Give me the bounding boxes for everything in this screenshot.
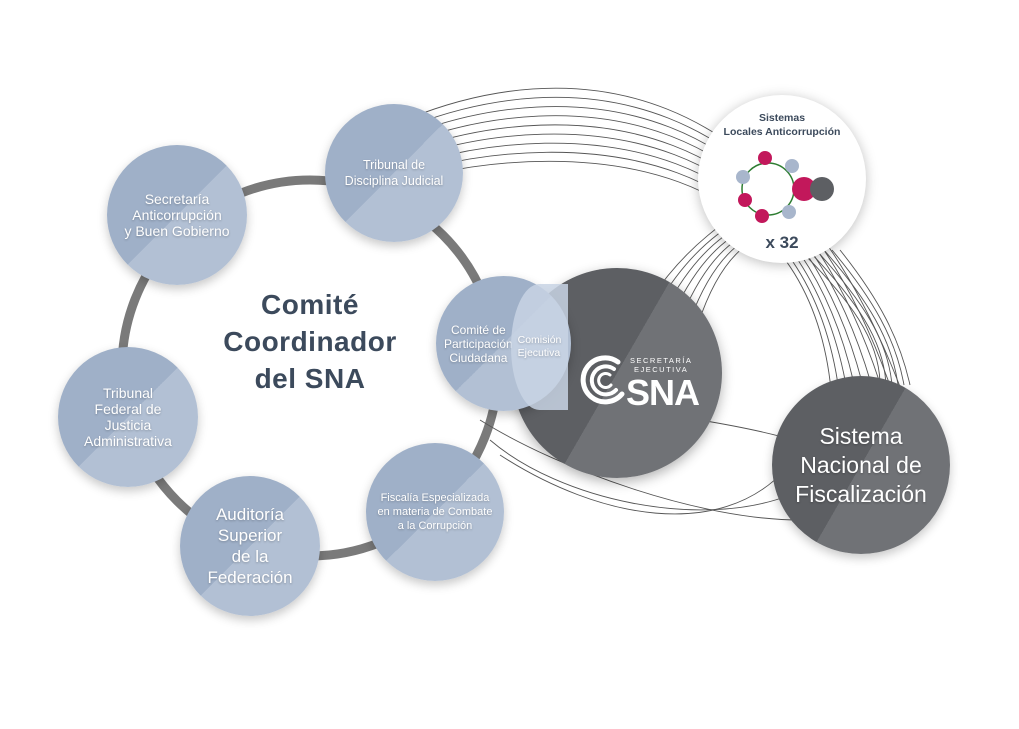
node-comision-ejecutiva-label: Comisión Ejecutiva <box>517 334 562 359</box>
connector-arc <box>415 106 888 407</box>
sna-logo-line2: EJECUTIVA <box>634 365 689 374</box>
node-sistemas-locales: Sistemas Locales Anticorrupción x 32 <box>698 95 866 263</box>
connector-arc <box>430 151 843 422</box>
node-comite-participacion-label: Comité de Participación Ciudadana <box>444 322 513 365</box>
connector-arc <box>421 124 870 413</box>
connector-arc <box>823 249 899 386</box>
node-secretaria-label: Secretaría Anticorrupción y Buen Gobiern… <box>124 191 230 239</box>
node-tribunal-disciplina: Tribunal de Disciplina Judicial <box>325 104 463 242</box>
mini-network-icon <box>736 151 834 223</box>
connector-arc <box>831 249 905 386</box>
connector-arc <box>499 454 786 515</box>
node-fiscalia: Fiscalía Especializada en materia de Com… <box>366 443 504 581</box>
sistemas-locales-count: x 32 <box>765 233 799 252</box>
node-sistema-nacional: Sistema Nacional de Fiscalización <box>772 376 950 554</box>
connector-arc <box>815 249 893 386</box>
connector-arc <box>409 87 906 401</box>
sna-logo-line1: SECRETARÍA <box>630 356 693 365</box>
sistemas-locales-title: Sistemas Locales Anticorrupción <box>723 112 841 138</box>
comite-coordinador-title: Comité Coordinador del SNA <box>223 289 397 394</box>
connector-arc <box>839 249 911 386</box>
sna-logo: SECRETARÍA EJECUTIVA SNA <box>578 352 708 413</box>
node-secretaria: Secretaría Anticorrupción y Buen Gobiern… <box>107 145 247 285</box>
connector-arc <box>479 419 801 521</box>
connector-arc <box>418 115 879 410</box>
connector-arc <box>799 249 881 386</box>
node-comision-ejecutiva: Comisión Ejecutiva <box>511 284 568 410</box>
connector-arc <box>433 160 834 425</box>
sna-logo-word: SNA <box>626 372 700 413</box>
connector-arc <box>424 133 861 416</box>
connector-arc <box>807 249 887 386</box>
sna-swirl-icon <box>580 355 625 405</box>
connector-arc <box>427 142 852 419</box>
node-fiscalia-label: Fiscalía Especializada en materia de Com… <box>377 492 493 532</box>
node-tribunal-federal: Tribunal Federal de Justicia Administrat… <box>58 347 198 487</box>
node-sistema-nacional-label: Sistema Nacional de Fiscalización <box>795 422 927 507</box>
node-auditoria-label: Auditoría Superior de la Federación <box>207 505 293 587</box>
node-tribunal-federal-label: Tribunal Federal de Justicia Administrat… <box>84 385 172 449</box>
connector-arc <box>489 439 791 511</box>
node-tribunal-disciplina-label: Tribunal de Disciplina Judicial <box>344 158 444 188</box>
node-auditoria: Auditoría Superior de la Federación <box>180 476 320 616</box>
